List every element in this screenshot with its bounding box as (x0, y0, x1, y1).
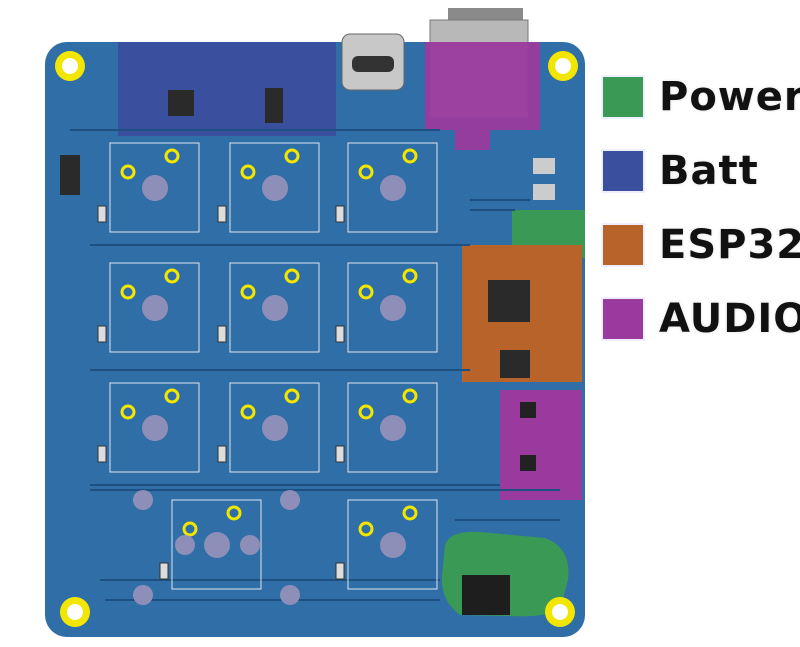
stabilizer-hole (280, 585, 300, 605)
legend-label: Batt (659, 148, 759, 194)
legend-item-power: Power (603, 60, 800, 134)
switch-pad (240, 404, 256, 420)
stabilizer-hole (133, 490, 153, 510)
switch-pad (284, 388, 300, 404)
switch-outline (229, 262, 320, 353)
switch-pad (164, 388, 180, 404)
diode-smd (335, 445, 345, 463)
legend-swatch-esp32 (603, 225, 643, 265)
button-1 (533, 158, 555, 174)
switch-outline (229, 382, 320, 473)
legend: Power Batt ESP32 AUDIO (603, 60, 800, 356)
switch-outline (109, 262, 200, 353)
legend-swatch-power (603, 77, 643, 117)
switch-pad (402, 505, 418, 521)
diode-smd (217, 445, 227, 463)
diode-2 (265, 88, 283, 123)
switch-outline (109, 142, 200, 233)
switch-pad (284, 148, 300, 164)
switch-pad (358, 404, 374, 420)
switch-stem (142, 415, 168, 441)
switch-stem (380, 415, 406, 441)
inductor (462, 575, 510, 615)
mounting-hole-center (552, 604, 568, 620)
switch-pad (284, 268, 300, 284)
legend-swatch-audio (603, 299, 643, 339)
switch-outline (229, 142, 320, 233)
stabilizer-hole (175, 535, 195, 555)
diode-smd (217, 325, 227, 343)
diode (60, 155, 80, 195)
switch-pad (120, 164, 136, 180)
traces (70, 129, 560, 601)
diode-smd (97, 205, 107, 223)
regulator (168, 90, 194, 116)
mounting-hole-center (67, 604, 83, 620)
mounting-hole-center (62, 58, 78, 74)
stabilizer-hole (240, 535, 260, 555)
diode-smd (97, 325, 107, 343)
legend-label: AUDIO (659, 296, 800, 342)
audio-region-top (425, 42, 540, 150)
usb-c-port (352, 56, 394, 72)
switch-outline (347, 142, 438, 233)
switch-stem (142, 175, 168, 201)
esp32-chip (488, 280, 530, 322)
pcb-board (45, 42, 585, 637)
switch-outline (171, 499, 262, 590)
stabilizer-hole (133, 585, 153, 605)
diode-smd (335, 325, 345, 343)
switch-pad (182, 521, 198, 537)
legend-item-audio: AUDIO (603, 282, 800, 356)
button-2 (533, 184, 555, 200)
switch-stem (262, 415, 288, 441)
switch-pad (164, 268, 180, 284)
switch-stem (380, 532, 406, 558)
legend-item-batt: Batt (603, 134, 800, 208)
switch-stem (380, 295, 406, 321)
switch-stem (142, 295, 168, 321)
legend-item-esp32: ESP32 (603, 208, 800, 282)
legend-swatch-batt (603, 151, 643, 191)
switch-pad (120, 404, 136, 420)
switch-pad (120, 284, 136, 300)
switch-pad (164, 148, 180, 164)
diode-smd (217, 205, 227, 223)
legend-label: Power (659, 74, 800, 120)
switch-stem (380, 175, 406, 201)
switch-grid (97, 142, 438, 605)
switch-pad (358, 521, 374, 537)
audio-region-bottom (500, 390, 582, 500)
batt-region (118, 42, 336, 136)
switch-outline (347, 262, 438, 353)
switch-pad (358, 284, 374, 300)
switch-stem (204, 532, 230, 558)
audio-chip-2 (520, 455, 536, 471)
switch-pad (402, 388, 418, 404)
mounting-holes (55, 51, 578, 627)
switch-pad (226, 505, 242, 521)
diode-smd (335, 205, 345, 223)
switch-pad (402, 148, 418, 164)
mounting-hole-center (555, 58, 571, 74)
switch-pad (240, 284, 256, 300)
switch-pad (358, 164, 374, 180)
flash-chip (500, 350, 530, 378)
switch-stem (262, 295, 288, 321)
legend-label: ESP32 (659, 222, 800, 268)
switch-pad (240, 164, 256, 180)
diode-smd (159, 562, 169, 580)
audio-chip-1 (520, 402, 536, 418)
switch-stem (262, 175, 288, 201)
switch-outline (347, 382, 438, 473)
stabilizer-hole (280, 490, 300, 510)
switch-pad (402, 268, 418, 284)
switch-outline (109, 382, 200, 473)
diode-smd (97, 445, 107, 463)
switch-outline (347, 499, 438, 590)
diode-smd (335, 562, 345, 580)
